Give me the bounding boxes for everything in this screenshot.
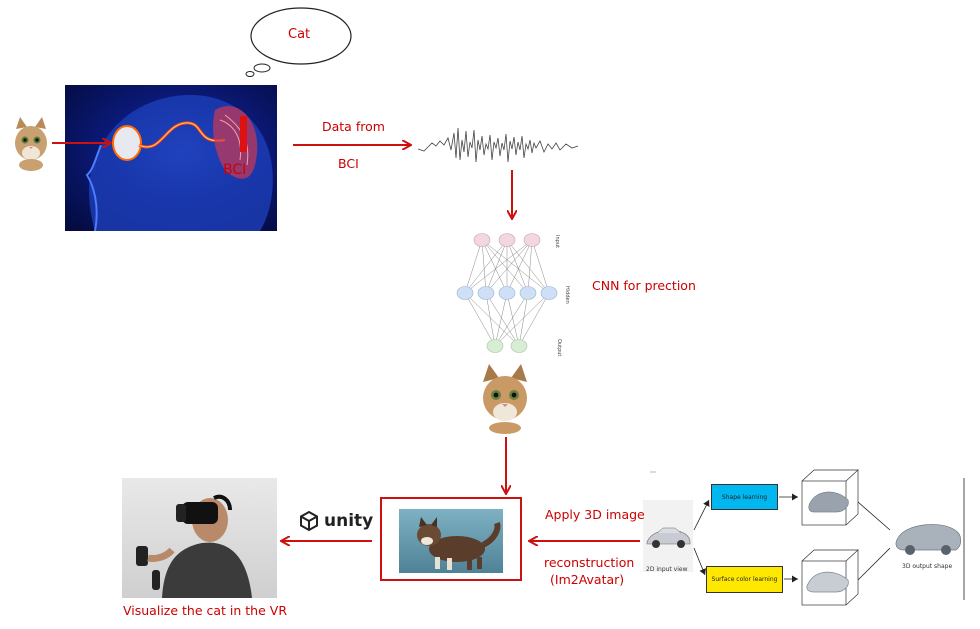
data-from-label: Data from: [322, 119, 385, 134]
vr-user-illustration: [136, 494, 252, 598]
nn-edge: [481, 239, 487, 294]
nn-edge: [494, 292, 550, 347]
eeg-signal-waveform: [417, 127, 579, 163]
nn-edge: [494, 292, 529, 347]
nn-edge: [464, 292, 496, 347]
nn-edge: [518, 292, 529, 347]
im2avatar-schematic: [650, 469, 965, 606]
nn-edge: [531, 239, 550, 294]
nn-edge: [527, 239, 533, 294]
cat-3d-model-frame: [380, 497, 522, 581]
unity-logo: unity: [298, 510, 373, 532]
head-illustration: [85, 94, 273, 231]
input-car-image: [646, 527, 691, 548]
cat-photo-small: [12, 115, 50, 171]
nn-edge: [464, 292, 520, 347]
output-shape-label: 3D output shape: [902, 563, 953, 570]
nn-layer-output-label: Output: [556, 339, 562, 356]
nn-edge: [485, 292, 496, 347]
nn-edge: [485, 239, 533, 294]
thought-bubble: [245, 7, 352, 77]
cat-photo-predicted: [479, 362, 531, 434]
shape-learning-box: Shape learning: [711, 484, 778, 510]
reconstruction-label-line1: Apply 3D image: [545, 507, 645, 522]
nn-output-nodes: [486, 339, 528, 353]
data-from-bci-label: BCI: [338, 156, 359, 171]
vr-user-photo: [122, 478, 277, 598]
nn-hidden-nodes: [456, 286, 558, 300]
input-view-panel: [643, 500, 693, 572]
brain-head-image: [65, 85, 277, 231]
nn-edge: [481, 239, 550, 294]
output-car-3d: [895, 524, 962, 555]
unity-cube-icon: [300, 510, 318, 532]
unity-wordmark: unity: [324, 511, 374, 531]
nn-edge: [481, 239, 529, 294]
bci-label: BCI: [223, 162, 247, 178]
shape-learning-label: Shape learning: [721, 493, 768, 501]
cnn-label: CNN for prection: [592, 278, 696, 293]
nn-edge: [464, 239, 533, 294]
neural-network: [464, 239, 550, 347]
nn-edge: [464, 239, 508, 294]
nn-layer-hidden-label: Hidden: [564, 286, 570, 304]
nn-edge: [485, 239, 508, 294]
nn-input-nodes: [473, 233, 541, 247]
color-learning-cube: [801, 549, 859, 606]
nn-layer-input-label: Input: [554, 235, 560, 248]
nn-edge: [506, 239, 529, 294]
bci-device-bar: [240, 116, 247, 152]
reconstruction-label-line2: reconstruction: [544, 555, 635, 570]
thought-text: Cat: [288, 27, 311, 42]
vr-caption: Visualize the cat in the VR: [123, 603, 288, 618]
surface-color-learning-label: Surface color learning: [711, 576, 778, 583]
cat-3d-model-image: [399, 509, 503, 573]
nn-edge: [464, 239, 483, 294]
reconstruction-label-line3: (Im2Avatar): [550, 572, 625, 587]
input-view-label: 2D input view: [646, 566, 688, 573]
nn-edge: [481, 239, 508, 294]
shape-learning-cube: [801, 469, 859, 526]
nn-edge: [506, 239, 533, 294]
nn-edge: [506, 239, 550, 294]
nn-edge: [506, 292, 520, 347]
nn-edge: [518, 292, 550, 347]
surface-color-learning-box: Surface color learning: [706, 566, 783, 593]
nn-edge: [494, 292, 508, 347]
nn-edge: [485, 292, 520, 347]
